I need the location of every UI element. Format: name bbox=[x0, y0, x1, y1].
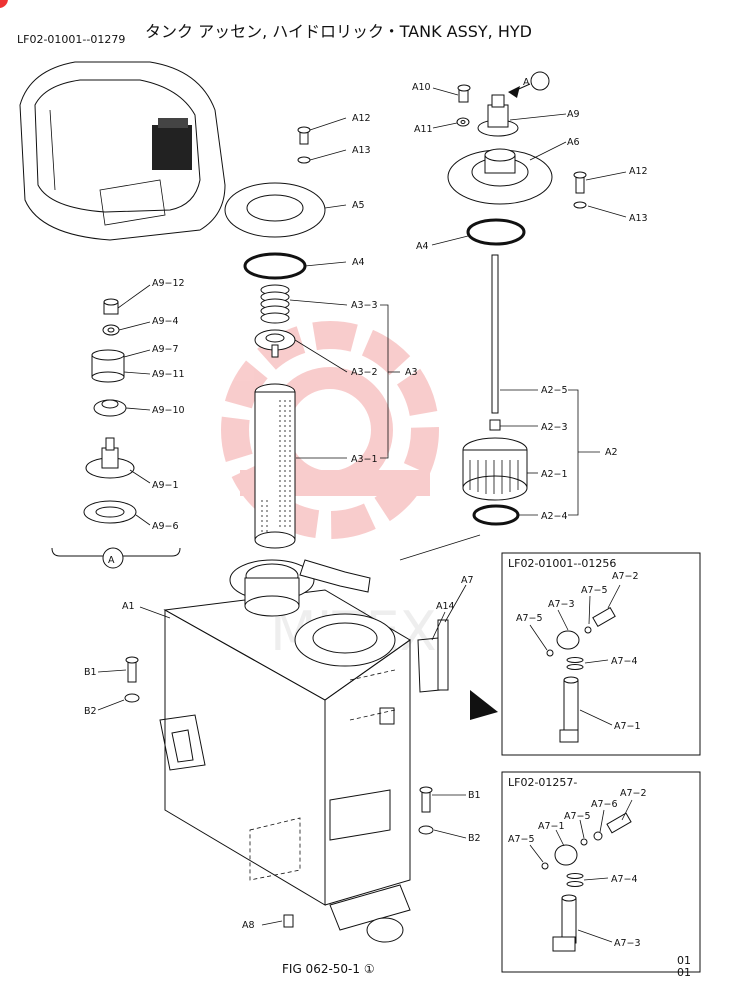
callout-a12-right: A12 bbox=[629, 166, 648, 177]
b1-b2-bolt-left bbox=[124, 656, 140, 703]
callout-a6: A6 bbox=[567, 137, 580, 148]
a4-o-ring-right bbox=[466, 218, 526, 246]
detail-marker: A bbox=[523, 77, 530, 88]
callout-lower-a7-3: A7−3 bbox=[614, 938, 641, 949]
page-number-top: 01 bbox=[677, 954, 691, 967]
callout-a10: A10 bbox=[412, 82, 431, 93]
page-title: タンク アッセン, ハイドロリック・TANK ASSY, HYD bbox=[145, 22, 532, 41]
machine-location-sketch bbox=[19, 61, 226, 241]
callout-a9-4: A9−4 bbox=[152, 316, 179, 327]
callout-a3-2: A3−2 bbox=[351, 367, 378, 378]
callout-a3-3: A3−3 bbox=[351, 300, 378, 311]
callout-a9: A9 bbox=[567, 109, 580, 120]
callout-a9-11: A9−11 bbox=[152, 369, 185, 380]
callout-a9-6: A9−6 bbox=[152, 521, 179, 532]
callout-a9-1: A9−1 bbox=[152, 480, 179, 491]
callout-lower-a7-6: A7−6 bbox=[591, 799, 618, 810]
a8-plug bbox=[283, 914, 294, 928]
a3-1-strainer bbox=[254, 383, 296, 549]
figure-number: FIG 062-50-1 ① bbox=[282, 962, 375, 976]
callout-a2-5: A2−5 bbox=[541, 385, 568, 396]
callout-lower-a7-2: A7−2 bbox=[620, 788, 647, 799]
inset-upper-title: LF02-01001--01256 bbox=[508, 557, 617, 570]
callout-lower-a7-4: A7−4 bbox=[611, 874, 638, 885]
callout-a8: A8 bbox=[242, 920, 255, 931]
callout-b2-left: B2 bbox=[84, 706, 97, 717]
a4-o-ring-left bbox=[243, 252, 307, 280]
callout-a2-4: A2−4 bbox=[541, 511, 568, 522]
callout-a11: A11 bbox=[414, 124, 433, 135]
a3-2-valve bbox=[254, 329, 296, 358]
callout-a3: A3 bbox=[405, 367, 418, 378]
a12-bolt-left bbox=[297, 126, 311, 164]
inset-upper bbox=[501, 552, 701, 756]
callout-b2-right: B2 bbox=[468, 833, 481, 844]
callout-lower-a7-5a: A7−5 bbox=[564, 811, 591, 822]
inset-lower bbox=[501, 771, 701, 973]
callout-a2-1: A2−1 bbox=[541, 469, 568, 480]
callout-upper-a7-2: A7−2 bbox=[612, 571, 639, 582]
callout-a7: A7 bbox=[461, 575, 474, 586]
a2-5-rod bbox=[491, 254, 499, 414]
b1-b2-bolt-right bbox=[418, 786, 434, 835]
callout-lower-a7-5b: A7−5 bbox=[508, 834, 535, 845]
a5-cover-plate bbox=[224, 182, 326, 238]
callout-a5: A5 bbox=[352, 200, 365, 211]
callout-a2: A2 bbox=[605, 447, 618, 458]
a9-breather-assembly bbox=[456, 71, 550, 137]
callout-a2-3: A2−3 bbox=[541, 422, 568, 433]
a2-4-o-ring bbox=[472, 504, 520, 526]
serial-range: LF02-01001--01279 bbox=[17, 33, 126, 46]
callout-b1-left: B1 bbox=[84, 667, 97, 678]
callout-a9-10: A9−10 bbox=[152, 405, 185, 416]
callout-a9-12: A9−12 bbox=[152, 278, 185, 289]
callout-upper-a7-5b: A7−5 bbox=[516, 613, 543, 624]
a2-1-filter-element bbox=[462, 437, 528, 501]
callout-b1-right: B1 bbox=[468, 790, 481, 801]
callout-a1: A1 bbox=[122, 601, 135, 612]
detail-marker-lower: A bbox=[108, 555, 115, 566]
leader-lines bbox=[97, 87, 627, 926]
watermark-logo: MITEX bbox=[221, 321, 439, 663]
callout-lower-a7-1: A7−1 bbox=[538, 821, 565, 832]
a6-cover-plate bbox=[447, 148, 553, 205]
callout-upper-a7-3: A7−3 bbox=[548, 599, 575, 610]
callout-a9-7: A9−7 bbox=[152, 344, 179, 355]
a9-exploded-detail bbox=[51, 298, 181, 569]
callout-upper-a7-1: A7−1 bbox=[614, 721, 641, 732]
callout-a13-right: A13 bbox=[629, 213, 648, 224]
inset-lower-title: LF02-01257- bbox=[508, 776, 578, 789]
a1-hydraulic-tank bbox=[159, 559, 411, 943]
callout-upper-a7-4: A7−4 bbox=[611, 656, 638, 667]
a7-level-gauge bbox=[417, 619, 498, 720]
corner-badge bbox=[0, 0, 8, 8]
a3-3-spring bbox=[260, 284, 290, 324]
callout-a3-1: A3−1 bbox=[351, 454, 378, 465]
callout-a12-left: A12 bbox=[352, 113, 371, 124]
a2-3-nut bbox=[489, 419, 501, 431]
callout-a4-left: A4 bbox=[352, 257, 365, 268]
callout-upper-a7-5a: A7−5 bbox=[581, 585, 608, 596]
a12-bolt-right bbox=[573, 171, 587, 209]
callout-a13-left: A13 bbox=[352, 145, 371, 156]
callout-a14: A14 bbox=[436, 601, 455, 612]
callout-a4-right: A4 bbox=[416, 241, 429, 252]
callout-labels: A10 A11 A9 A6 A12 A13 A12 A13 A5 A4 A4 A… bbox=[84, 82, 648, 949]
page-number-bottom: 01 bbox=[677, 966, 691, 979]
